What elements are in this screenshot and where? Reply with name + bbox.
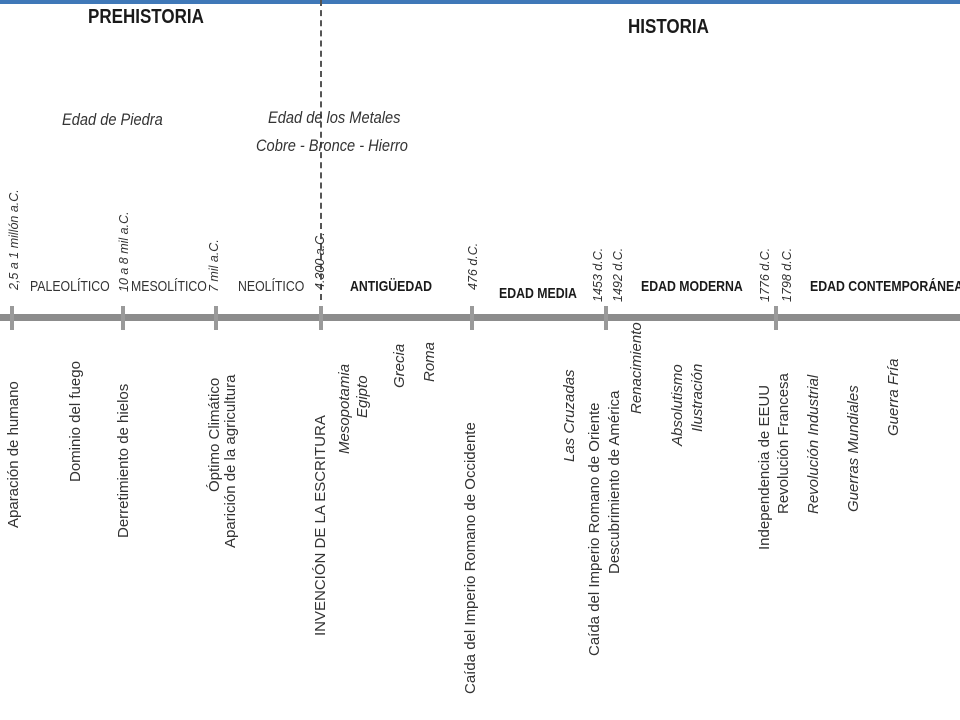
title-prehistoria: PREHISTORIA	[88, 6, 204, 28]
axis-tick	[470, 306, 474, 330]
axis-tick	[774, 306, 778, 330]
period-paleolitico: PALEOLÍTICO	[30, 278, 110, 295]
axis-tick	[121, 306, 125, 330]
caption-edad-piedra: Edad de Piedra	[62, 110, 163, 129]
caption-edad-metales: Edad de los Metales	[268, 108, 401, 127]
caption-metales: Cobre - Bronce - Hierro	[256, 136, 408, 155]
axis-tick	[214, 306, 218, 330]
period-edad-media: EDAD MEDIA	[499, 285, 577, 302]
period-edad-moderna: EDAD MODERNA	[641, 278, 743, 295]
axis-tick	[319, 306, 323, 330]
title-historia: HISTORIA	[628, 16, 709, 38]
period-neolitico: NEOLÍTICO	[238, 278, 305, 295]
axis-tick	[10, 306, 14, 330]
period-edad-contemporanea: EDAD CONTEMPORÁNEA	[810, 278, 960, 295]
period-antiguedad: ANTIGÜEDAD	[350, 278, 432, 295]
prehistory-history-divider	[320, 0, 322, 300]
axis-tick	[604, 306, 608, 330]
period-mesolitico: MESOLÍTICO	[131, 278, 207, 295]
top-accent-bar	[0, 0, 960, 4]
timeline-axis	[0, 314, 960, 321]
